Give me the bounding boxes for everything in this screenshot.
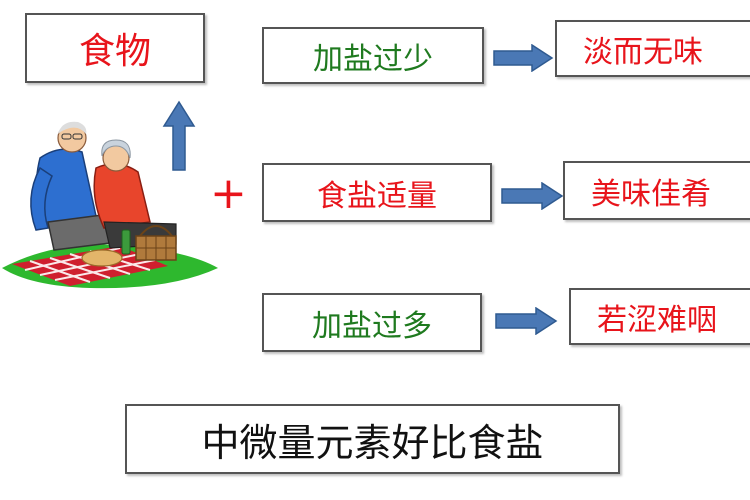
cause-label: 加盐过少	[313, 41, 433, 77]
bottle	[121, 229, 131, 255]
right-arrow-icon	[493, 44, 554, 72]
cause-label: 加盐过多	[312, 308, 432, 344]
result-label: 淡而无味	[583, 34, 703, 70]
man-arm	[30, 166, 53, 231]
right-arrow-icon	[501, 182, 564, 210]
food-box: 食物	[25, 13, 205, 83]
result-label: 美味佳肴	[591, 176, 711, 212]
food-box-label: 食物	[78, 31, 151, 72]
bread-loaf	[81, 249, 123, 267]
result-box-hard-to-swallow: 若涩难咽	[569, 288, 750, 345]
woman-torso	[93, 163, 151, 229]
cause-box-too-little-salt: 加盐过少	[262, 27, 484, 84]
bottom-caption-box: 中微量元素好比食盐	[125, 404, 620, 474]
result-label: 若涩难咽	[597, 302, 717, 338]
plus-sign: +	[210, 168, 247, 219]
cause-box-too-much-salt: 加盐过多	[262, 293, 482, 352]
cause-label: 食盐适量	[317, 178, 437, 214]
up-arrow-icon	[162, 100, 196, 171]
cause-box-right-amount-salt: 食盐适量	[262, 163, 492, 222]
result-box-delicious: 美味佳肴	[563, 161, 750, 220]
elderly-couple-picnic-illustration	[2, 121, 218, 289]
result-box-bland: 淡而无味	[555, 20, 750, 77]
right-arrow-icon	[495, 307, 558, 335]
bottom-caption: 中微量元素好比食盐	[201, 420, 544, 465]
